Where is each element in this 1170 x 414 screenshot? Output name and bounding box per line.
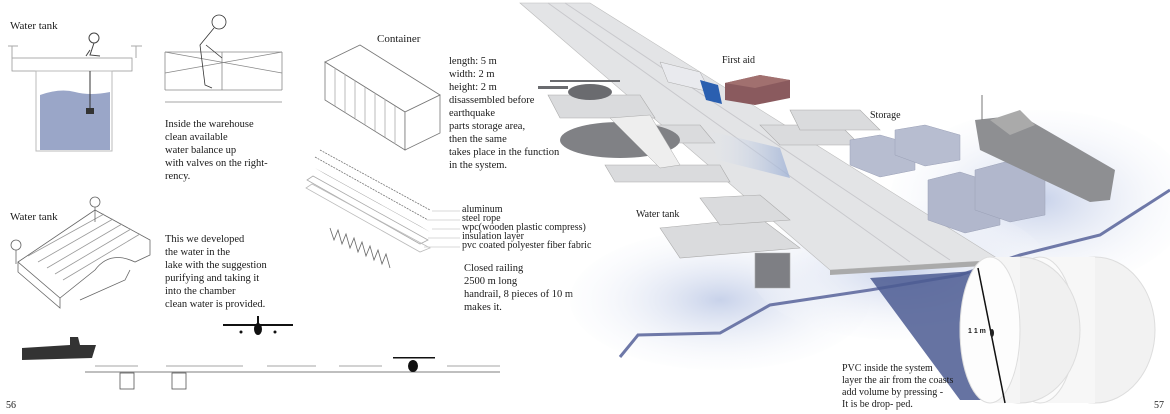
elevation-strip-drawing: [22, 316, 500, 390]
helicopter-model: [538, 80, 620, 100]
pvc-description: PVC inside the system layer the air from…: [842, 363, 954, 410]
ship-model: [975, 95, 1115, 202]
container-description: length: 5 m width: 2 m height: 2 m disas…: [449, 56, 560, 171]
railing-description: Closed railing 2500 m long handrail, 8 p…: [464, 263, 574, 313]
pvc-shadow: [870, 270, 990, 400]
railing-person-drawing: [164, 14, 283, 103]
storage-boxes: [849, 124, 1046, 234]
helicopter-silhouette-icon: [393, 357, 435, 372]
plane-silhouette-icon: [223, 316, 293, 335]
water-tank-section-drawing: [8, 32, 142, 152]
layer-item: insulation layer: [462, 231, 524, 242]
pvc-dimension-label: 1 1 m: [968, 328, 986, 335]
water-tank-iso-description: This we developed the water in the lake …: [165, 234, 267, 310]
container-drawing: [324, 44, 441, 151]
layer-item: steel rope: [462, 213, 501, 224]
truck-model: [659, 61, 722, 104]
storage-label: Storage: [870, 110, 901, 121]
airplane-model: [560, 114, 681, 169]
layer-stack-drawing: [305, 149, 460, 269]
moving-vehicle-blur: [705, 130, 790, 178]
water-tank-iso-label: Water tank: [10, 211, 58, 223]
water-tank-section-description: Inside the warehouse clean available wat…: [165, 119, 268, 182]
layer-item: aluminum: [462, 204, 503, 215]
container-label: Container: [377, 33, 421, 45]
layer-item: wpc(wooden plastic compress): [462, 222, 586, 233]
page-number-left: 56: [6, 400, 16, 411]
side-platforms: [547, 94, 881, 289]
layer-item: pvc coated polyester fiber fabric: [462, 240, 592, 251]
water-tank-section-label: Water tank: [10, 20, 58, 32]
shoreline: [618, 188, 1170, 358]
page-number-right: 57: [1154, 400, 1164, 411]
water-tank-iso-drawing: [10, 196, 151, 309]
layer-list: aluminum steel rope wpc(wooden plastic c…: [462, 204, 592, 251]
first-aid-label: First aid: [722, 55, 756, 66]
pvc-rolls: [959, 256, 1156, 404]
first-aid-container: [725, 75, 790, 105]
water-tank-label: Water tank: [636, 209, 680, 220]
